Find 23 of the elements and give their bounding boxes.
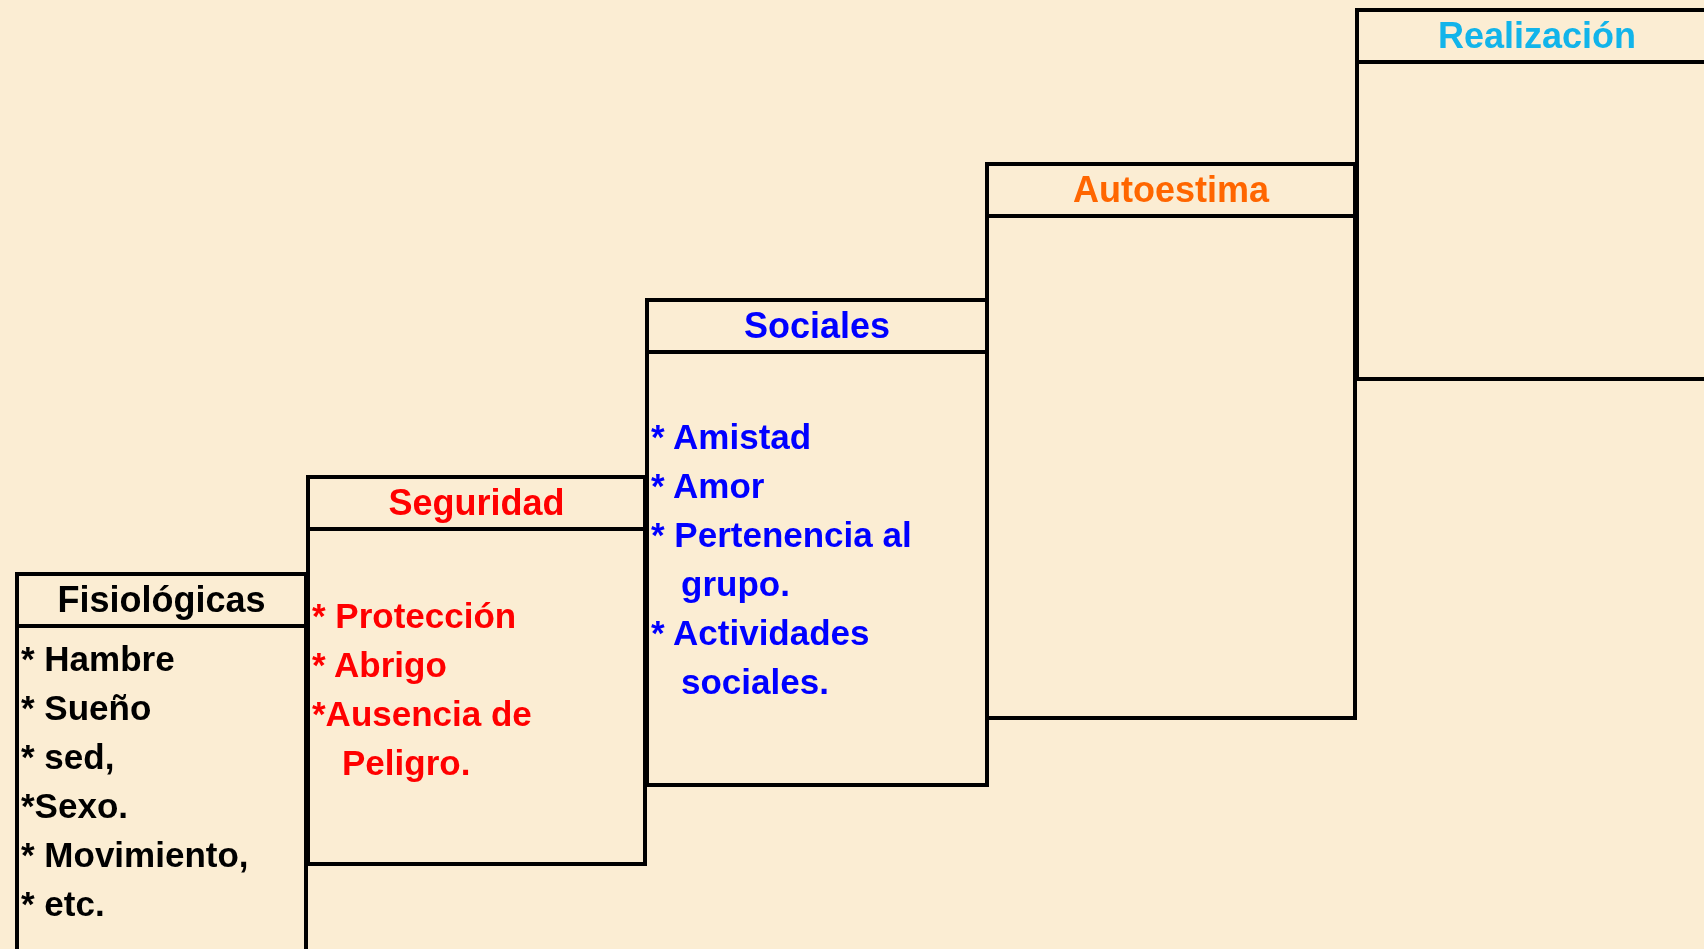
step-box <box>985 162 1357 720</box>
step-box <box>306 475 647 866</box>
list-item: * Actividades sociales. <box>651 612 871 703</box>
step-box <box>15 572 308 949</box>
list-item: * Sueño <box>21 687 153 729</box>
list-item: * Abrigo <box>312 644 448 686</box>
list-item: * sed, <box>21 736 116 778</box>
list-item: *Sexo. <box>21 785 129 827</box>
list-item: * Pertenencia al grupo. <box>651 514 913 605</box>
list-item: * etc. <box>21 883 106 925</box>
step-heading: Sociales <box>743 305 891 347</box>
list-item: * Movimiento, <box>21 834 250 876</box>
list-item: *Ausencia de Peligro. <box>312 693 533 784</box>
step-box <box>645 298 989 787</box>
list-item: * Amistad <box>651 416 813 458</box>
step-heading: Autoestima <box>1073 169 1269 211</box>
step-box <box>1355 8 1704 381</box>
step-heading: Fisiológicas <box>57 579 266 621</box>
list-item: * Hambre <box>21 638 176 680</box>
list-item: * Protección <box>312 595 518 637</box>
list-item: * Amor <box>651 465 766 507</box>
step-heading: Seguridad <box>388 482 565 524</box>
step-heading: Realización <box>1437 15 1637 57</box>
